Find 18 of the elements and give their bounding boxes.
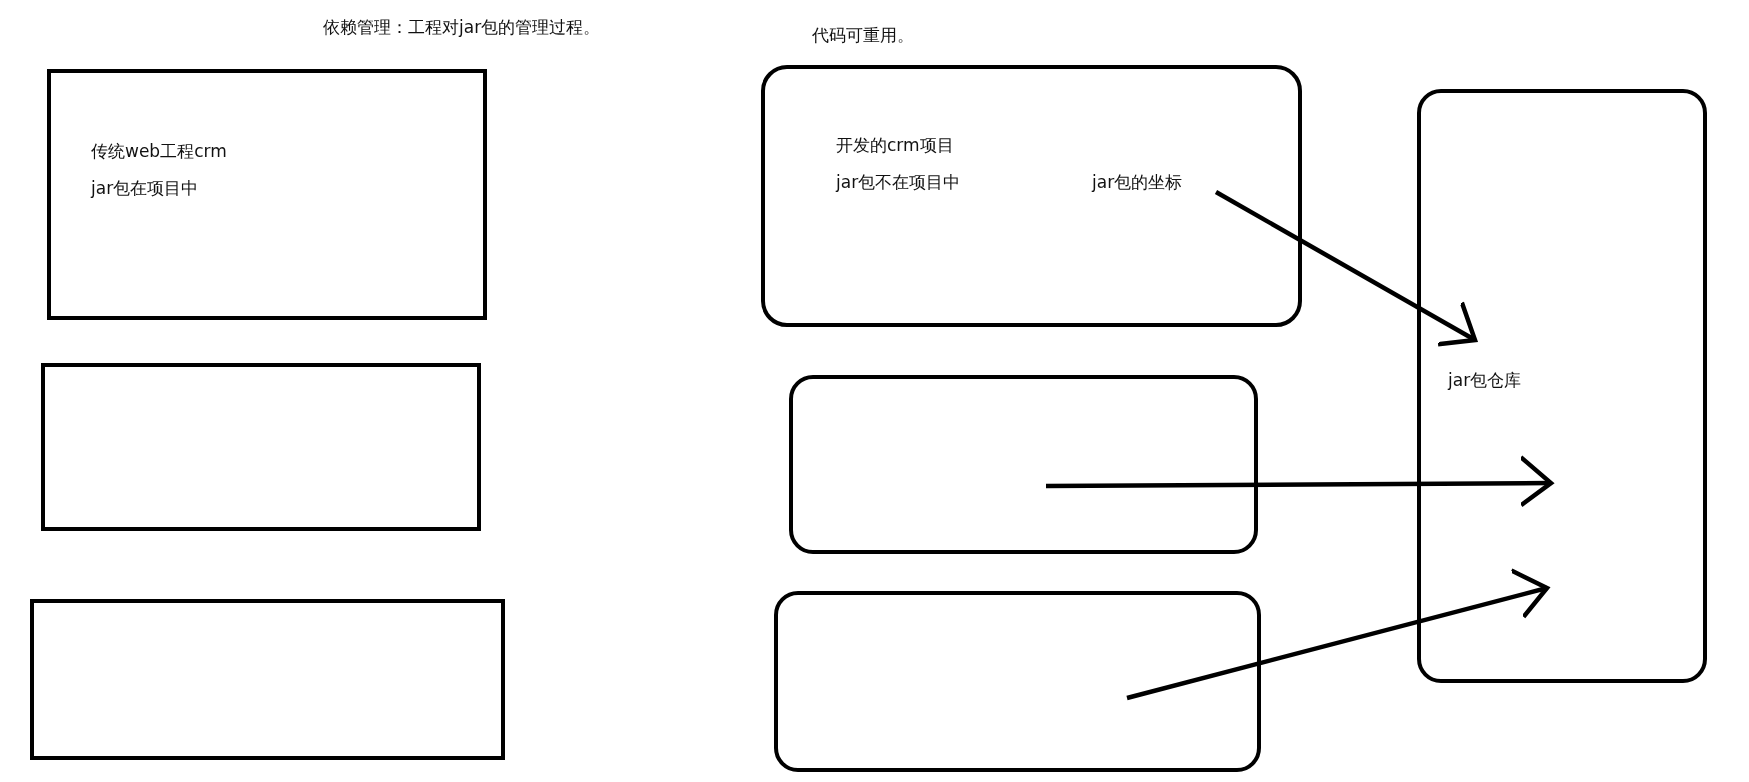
arrow xyxy=(1046,454,1554,508)
box-text: 开发的crm项目 xyxy=(836,134,954,157)
note-text: jar包的坐标 xyxy=(1092,171,1183,194)
rectangle-box xyxy=(774,591,1261,772)
rectangle-box xyxy=(761,65,1302,327)
box-text: jar包在项目中 xyxy=(91,177,199,200)
rectangle-box xyxy=(41,363,481,531)
box-text: jar包仓库 xyxy=(1448,369,1522,392)
arrow xyxy=(1214,190,1478,347)
box-text: jar包不在项目中 xyxy=(836,171,961,194)
arrow xyxy=(1126,568,1550,701)
title-text: 依赖管理：工程对jar包的管理过程。 xyxy=(323,16,601,39)
note-text: 代码可重用。 xyxy=(812,24,914,47)
rectangle-box xyxy=(47,69,487,320)
rectangle-box xyxy=(789,375,1258,554)
box-text: 传统web工程crm xyxy=(91,140,227,163)
rectangle-box xyxy=(30,599,505,760)
rectangle-box xyxy=(1417,89,1707,683)
